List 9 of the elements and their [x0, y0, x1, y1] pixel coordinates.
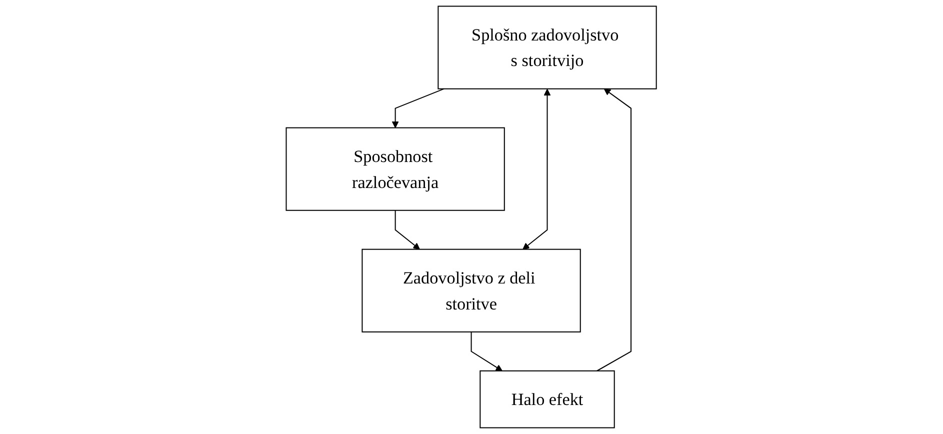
arrow: [596, 88, 632, 372]
arrow: [392, 88, 444, 128]
node-box: Splošno zadovoljstvo s storitvijo: [438, 6, 658, 90]
node-box: Sposobnost razločevanja: [286, 127, 506, 211]
node-box: Halo efekt: [480, 370, 616, 428]
arrow: [471, 332, 503, 372]
node-box: Zadovoljstvo z deli storitve: [362, 248, 582, 332]
arrow: [395, 210, 420, 250]
arrow: [522, 88, 551, 250]
